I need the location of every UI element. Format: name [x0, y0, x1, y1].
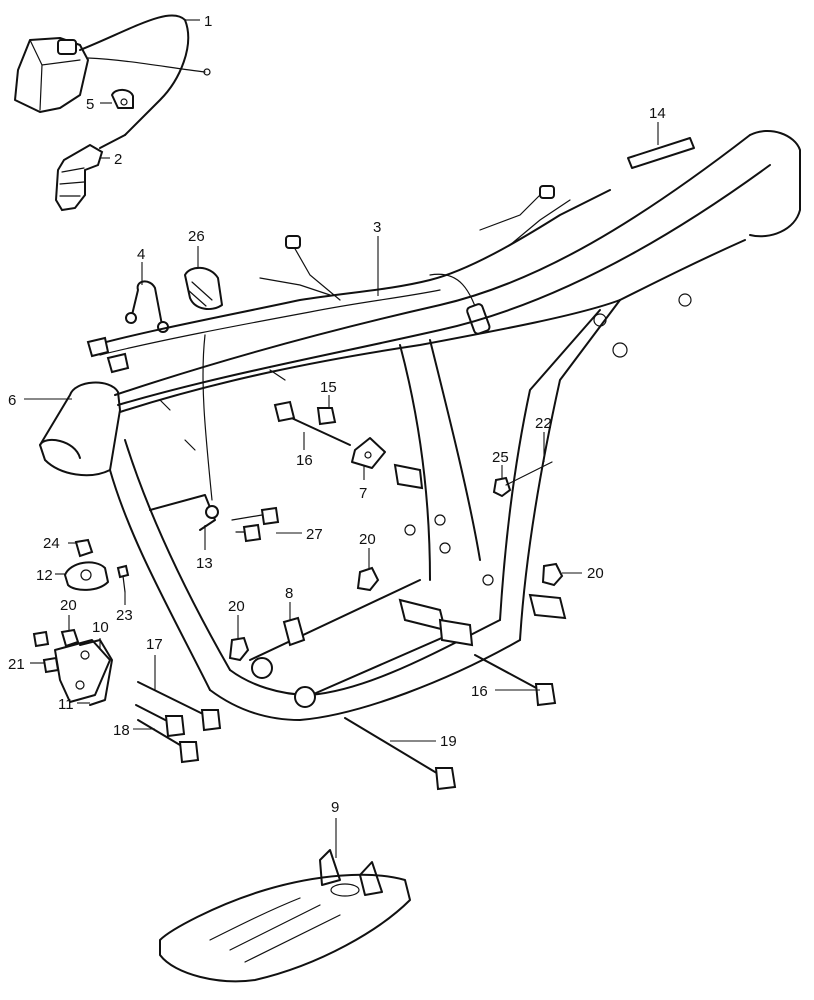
bracket-10[interactable] — [54, 639, 111, 703]
callout-5: 5 — [86, 96, 94, 113]
skid-plate[interactable] — [159, 849, 411, 983]
nut-20-left[interactable] — [60, 628, 80, 648]
nut-20-right[interactable] — [541, 562, 564, 587]
callout-27: 27 — [306, 526, 323, 543]
bolt-27[interactable] — [231, 506, 280, 543]
callout-23: 23 — [116, 607, 133, 624]
nut-21[interactable] — [32, 630, 60, 674]
stay-bracket[interactable] — [149, 494, 219, 531]
bolt-23[interactable] — [116, 564, 130, 593]
cable-clamp[interactable] — [111, 88, 134, 109]
spark-plug-cap[interactable] — [54, 134, 126, 212]
ignition-coil[interactable] — [14, 14, 211, 136]
callout-3: 3 — [373, 219, 381, 236]
callout-20-left: 20 — [60, 597, 77, 614]
bolt-16-upper[interactable] — [273, 400, 351, 446]
callout-16-upper: 16 — [296, 452, 313, 469]
callout-17: 17 — [146, 636, 163, 653]
callout-24: 24 — [43, 535, 60, 552]
callout-12: 12 — [36, 567, 53, 584]
callout-18: 18 — [113, 722, 130, 739]
bolt-18[interactable] — [135, 704, 200, 764]
nut-20-center[interactable] — [356, 566, 380, 592]
callout-20-center: 20 — [359, 531, 376, 548]
callout-20-lower: 20 — [228, 598, 245, 615]
bolt-16-lower[interactable] — [474, 654, 557, 707]
callout-15: 15 — [320, 379, 337, 396]
callout-2: 2 — [114, 151, 122, 168]
callout-9: 9 — [331, 799, 339, 816]
callout-4: 4 — [137, 246, 145, 263]
bracket-11[interactable] — [79, 639, 113, 706]
callout-22: 22 — [535, 415, 552, 432]
nut-25[interactable] — [492, 461, 553, 498]
callout-8: 8 — [285, 585, 293, 602]
collar-8[interactable] — [282, 616, 306, 647]
callout-14: 14 — [649, 105, 666, 122]
callout-labels: 1 2 3 4 5 6 7 8 9 10 11 12 13 14 15 16 1… — [8, 13, 666, 816]
callout-10: 10 — [92, 619, 109, 636]
rubber-tube[interactable] — [627, 137, 695, 169]
callout-6: 6 — [8, 392, 16, 409]
wire-band[interactable] — [184, 266, 223, 311]
callout-26: 26 — [188, 228, 205, 245]
callout-13: 13 — [196, 555, 213, 572]
callout-7: 7 — [359, 485, 367, 502]
leader-lines — [24, 19, 659, 858]
callout-20-right: 20 — [587, 565, 604, 582]
callout-25: 25 — [492, 449, 509, 466]
plate-12[interactable] — [64, 561, 109, 591]
wire-harness[interactable] — [86, 185, 611, 501]
mount-plate-7[interactable] — [351, 437, 386, 469]
nut-24[interactable] — [74, 538, 94, 558]
callout-1: 1 — [204, 13, 212, 30]
bolt-17[interactable] — [137, 681, 222, 732]
callout-16-lower: 16 — [471, 683, 488, 700]
bolt-19[interactable] — [344, 717, 457, 791]
main-frame[interactable] — [39, 130, 801, 721]
nut-20-lower[interactable] — [228, 636, 250, 662]
callout-11: 11 — [58, 696, 74, 713]
callout-21: 21 — [8, 656, 25, 673]
bolt-15[interactable] — [316, 407, 337, 426]
callout-19: 19 — [440, 733, 457, 750]
cord-clip[interactable] — [125, 280, 169, 333]
